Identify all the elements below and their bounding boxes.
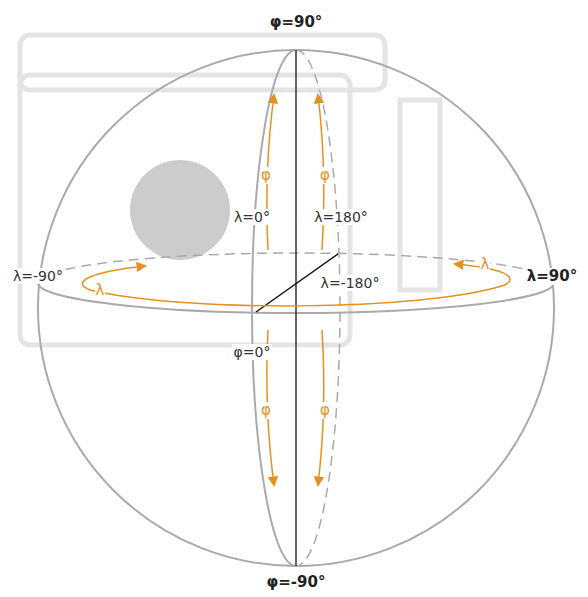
longitude-label: λ=0° [232,209,272,225]
pole-label: φ=-90° [265,574,328,591]
latitude-symbol: φ [319,402,331,419]
latitude-symbol: φ [319,167,331,184]
watermark-bar [400,100,440,290]
meridian-back [296,50,340,566]
longitude-arrow [82,264,510,306]
latitude-label: φ=0° [232,344,273,360]
sphere-outline [38,50,554,566]
longitude-label: λ=180° [312,209,370,225]
watermark-box [20,75,350,345]
watermark-dot [130,160,230,260]
longitude-symbol: λ [95,282,106,299]
polar-axis [295,50,297,566]
longitude-label: λ=90° [525,268,579,285]
longitude-label: λ=-180° [319,275,382,291]
longitude-symbol: λ [480,256,491,273]
watermark-box [20,35,385,90]
latitude-symbol: φ [260,167,272,184]
latitude-symbol: φ [260,402,272,419]
pole-label: φ=90° [268,14,325,31]
meridian-front [252,50,296,566]
longitude-label: λ=-90° [11,268,65,284]
